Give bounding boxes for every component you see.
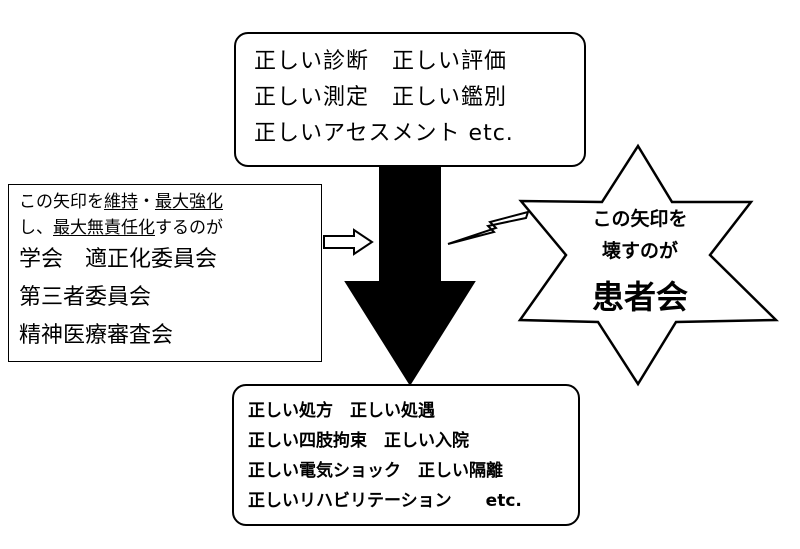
left-line-2-suffix: するのが xyxy=(155,218,223,238)
bottom-line-4: 正しいリハビリテーション etc. xyxy=(248,491,522,511)
left-box: この矢印を維持・最大強化 し、最大無責任化するのが 学会 適正化委員会 第三者委… xyxy=(8,184,322,362)
top-line-3: 正しいアセスメント etc. xyxy=(254,121,514,146)
bottom-line-1: 正しい処方 正しい処遇 xyxy=(248,401,435,421)
big-down-arrow xyxy=(344,165,476,386)
left-line-5: 精神医療審査会 xyxy=(19,323,174,348)
left-line-4: 第三者委員会 xyxy=(19,285,152,310)
left-line-1-underlined-1: 維持 xyxy=(104,192,138,212)
left-line-2-prefix: し、 xyxy=(19,218,53,238)
top-line-1: 正しい診断 正しい評価 xyxy=(254,49,508,74)
left-line-1-separator: ・ xyxy=(138,192,155,212)
left-line-2-underlined: 最大無責任化 xyxy=(53,218,155,238)
bottom-box: 正しい処方 正しい処遇 正しい四肢拘束 正しい入院 正しい電気ショック 正しい隔… xyxy=(232,384,580,526)
top-box: 正しい診断 正しい評価 正しい測定 正しい鑑別 正しいアセスメント etc. xyxy=(234,32,586,167)
star-line-2: 壊すのが xyxy=(601,240,678,262)
left-line-3: 学会 適正化委員会 xyxy=(19,247,218,272)
bottom-line-3: 正しい電気ショック 正しい隔離 xyxy=(248,461,503,481)
six-pointed-star xyxy=(517,143,779,387)
bottom-line-2: 正しい四肢拘束 正しい入院 xyxy=(248,431,469,451)
star-line-1: この矢印を xyxy=(592,208,688,230)
left-line-1: この矢印を維持・最大強化 xyxy=(19,189,321,215)
top-line-2: 正しい測定 正しい鑑別 xyxy=(254,85,508,110)
left-line-1-underlined-2: 最大強化 xyxy=(155,192,223,212)
star-line-3: 患者会 xyxy=(591,278,688,316)
left-line-2: し、最大無責任化するのが xyxy=(19,215,321,241)
small-right-arrow xyxy=(323,228,374,256)
lightning-bolt xyxy=(447,210,530,245)
left-line-1-prefix: この矢印を xyxy=(19,192,104,212)
